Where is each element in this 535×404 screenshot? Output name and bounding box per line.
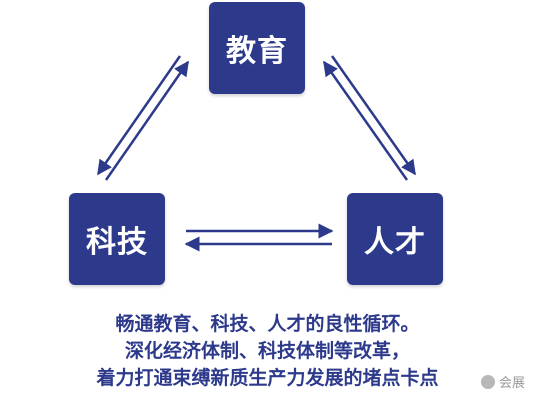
node-talent: 人才 [347, 193, 443, 285]
watermark-text: 会展 [498, 376, 525, 391]
caption-line-2: 深化经济体制、科技体制等改革， [124, 340, 410, 362]
node-tech: 科技 [69, 193, 165, 285]
arrow-education-to-talent [330, 55, 417, 176]
node-talent-label: 人才 [364, 225, 426, 260]
arrow-education-to-tech [96, 55, 182, 176]
caption-line-3: 着力打通束缚新质生产力发展的堵点卡点 [96, 367, 439, 389]
arrow-tech-to-education [104, 60, 190, 181]
arrow-talent-to-education [322, 60, 409, 181]
node-tech-label: 科技 [86, 225, 148, 260]
caption-line-1: 畅通教育、科技、人才的良性循环。 [115, 313, 420, 335]
watermark: 会展 [480, 372, 525, 391]
node-education-label: 教育 [226, 34, 288, 69]
node-education: 教育 [209, 2, 305, 94]
watermark-logo-icon [480, 374, 495, 389]
